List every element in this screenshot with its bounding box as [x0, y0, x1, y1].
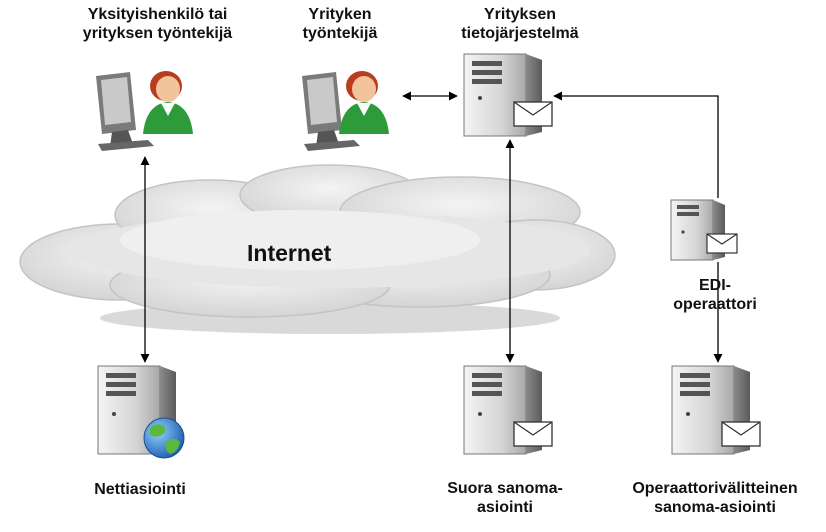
- label-company-system-line1: Yrityksen: [483, 6, 557, 23]
- label-employee-line2: työntekijä: [302, 25, 378, 42]
- envelope-icon: [721, 421, 761, 447]
- label-edi-operator: EDI- operaattori: [640, 276, 790, 314]
- label-operator-messaging: Operaattorivälitteinen sanoma-asiointi: [610, 479, 820, 517]
- label-operator-messaging-line2: sanoma-asiointi: [654, 499, 776, 516]
- webservice-server-icon: [97, 365, 185, 459]
- label-company-system: Yrityksen tietojärjestelmä: [440, 5, 600, 43]
- arrow-edi-system: [553, 91, 719, 198]
- employee-workstation-icon: [302, 71, 389, 151]
- label-internet: Internet: [247, 240, 332, 266]
- company-server-icon: [463, 53, 553, 137]
- label-employee-line1: Yrityken: [308, 6, 372, 23]
- label-person: Yksityishenkilö tai yrityksen työntekijä: [60, 5, 255, 43]
- envelope-icon: [513, 421, 553, 447]
- direct-server-icon: [463, 365, 553, 455]
- label-operator-messaging-line1: Operaattorivälitteinen: [632, 480, 798, 497]
- globe-icon: [143, 417, 185, 459]
- label-person-line1: Yksityishenkilö tai: [87, 6, 228, 23]
- label-person-line2: yrityksen työntekijä: [82, 25, 233, 42]
- edi-server-icon: [670, 199, 738, 261]
- internet-cloud: [19, 164, 616, 334]
- envelope-icon: [706, 233, 738, 254]
- label-edi-operator-line2: operaattori: [673, 296, 757, 313]
- label-direct-messaging-line2: asiointi: [476, 499, 533, 516]
- envelope-icon: [513, 101, 553, 127]
- label-web-service: Nettiasiointi: [94, 481, 186, 498]
- label-employee: Yrityken työntekijä: [285, 5, 395, 43]
- label-direct-messaging-line1: Suora sanoma-: [447, 480, 563, 497]
- label-edi-operator-line1: EDI-: [699, 277, 731, 294]
- label-company-system-line2: tietojärjestelmä: [461, 25, 579, 42]
- label-direct-messaging: Suora sanoma- asiointi: [420, 479, 590, 517]
- person-workstation-icon: [96, 71, 193, 151]
- connection-arrows: [140, 91, 723, 363]
- operator-server-icon: [671, 365, 761, 455]
